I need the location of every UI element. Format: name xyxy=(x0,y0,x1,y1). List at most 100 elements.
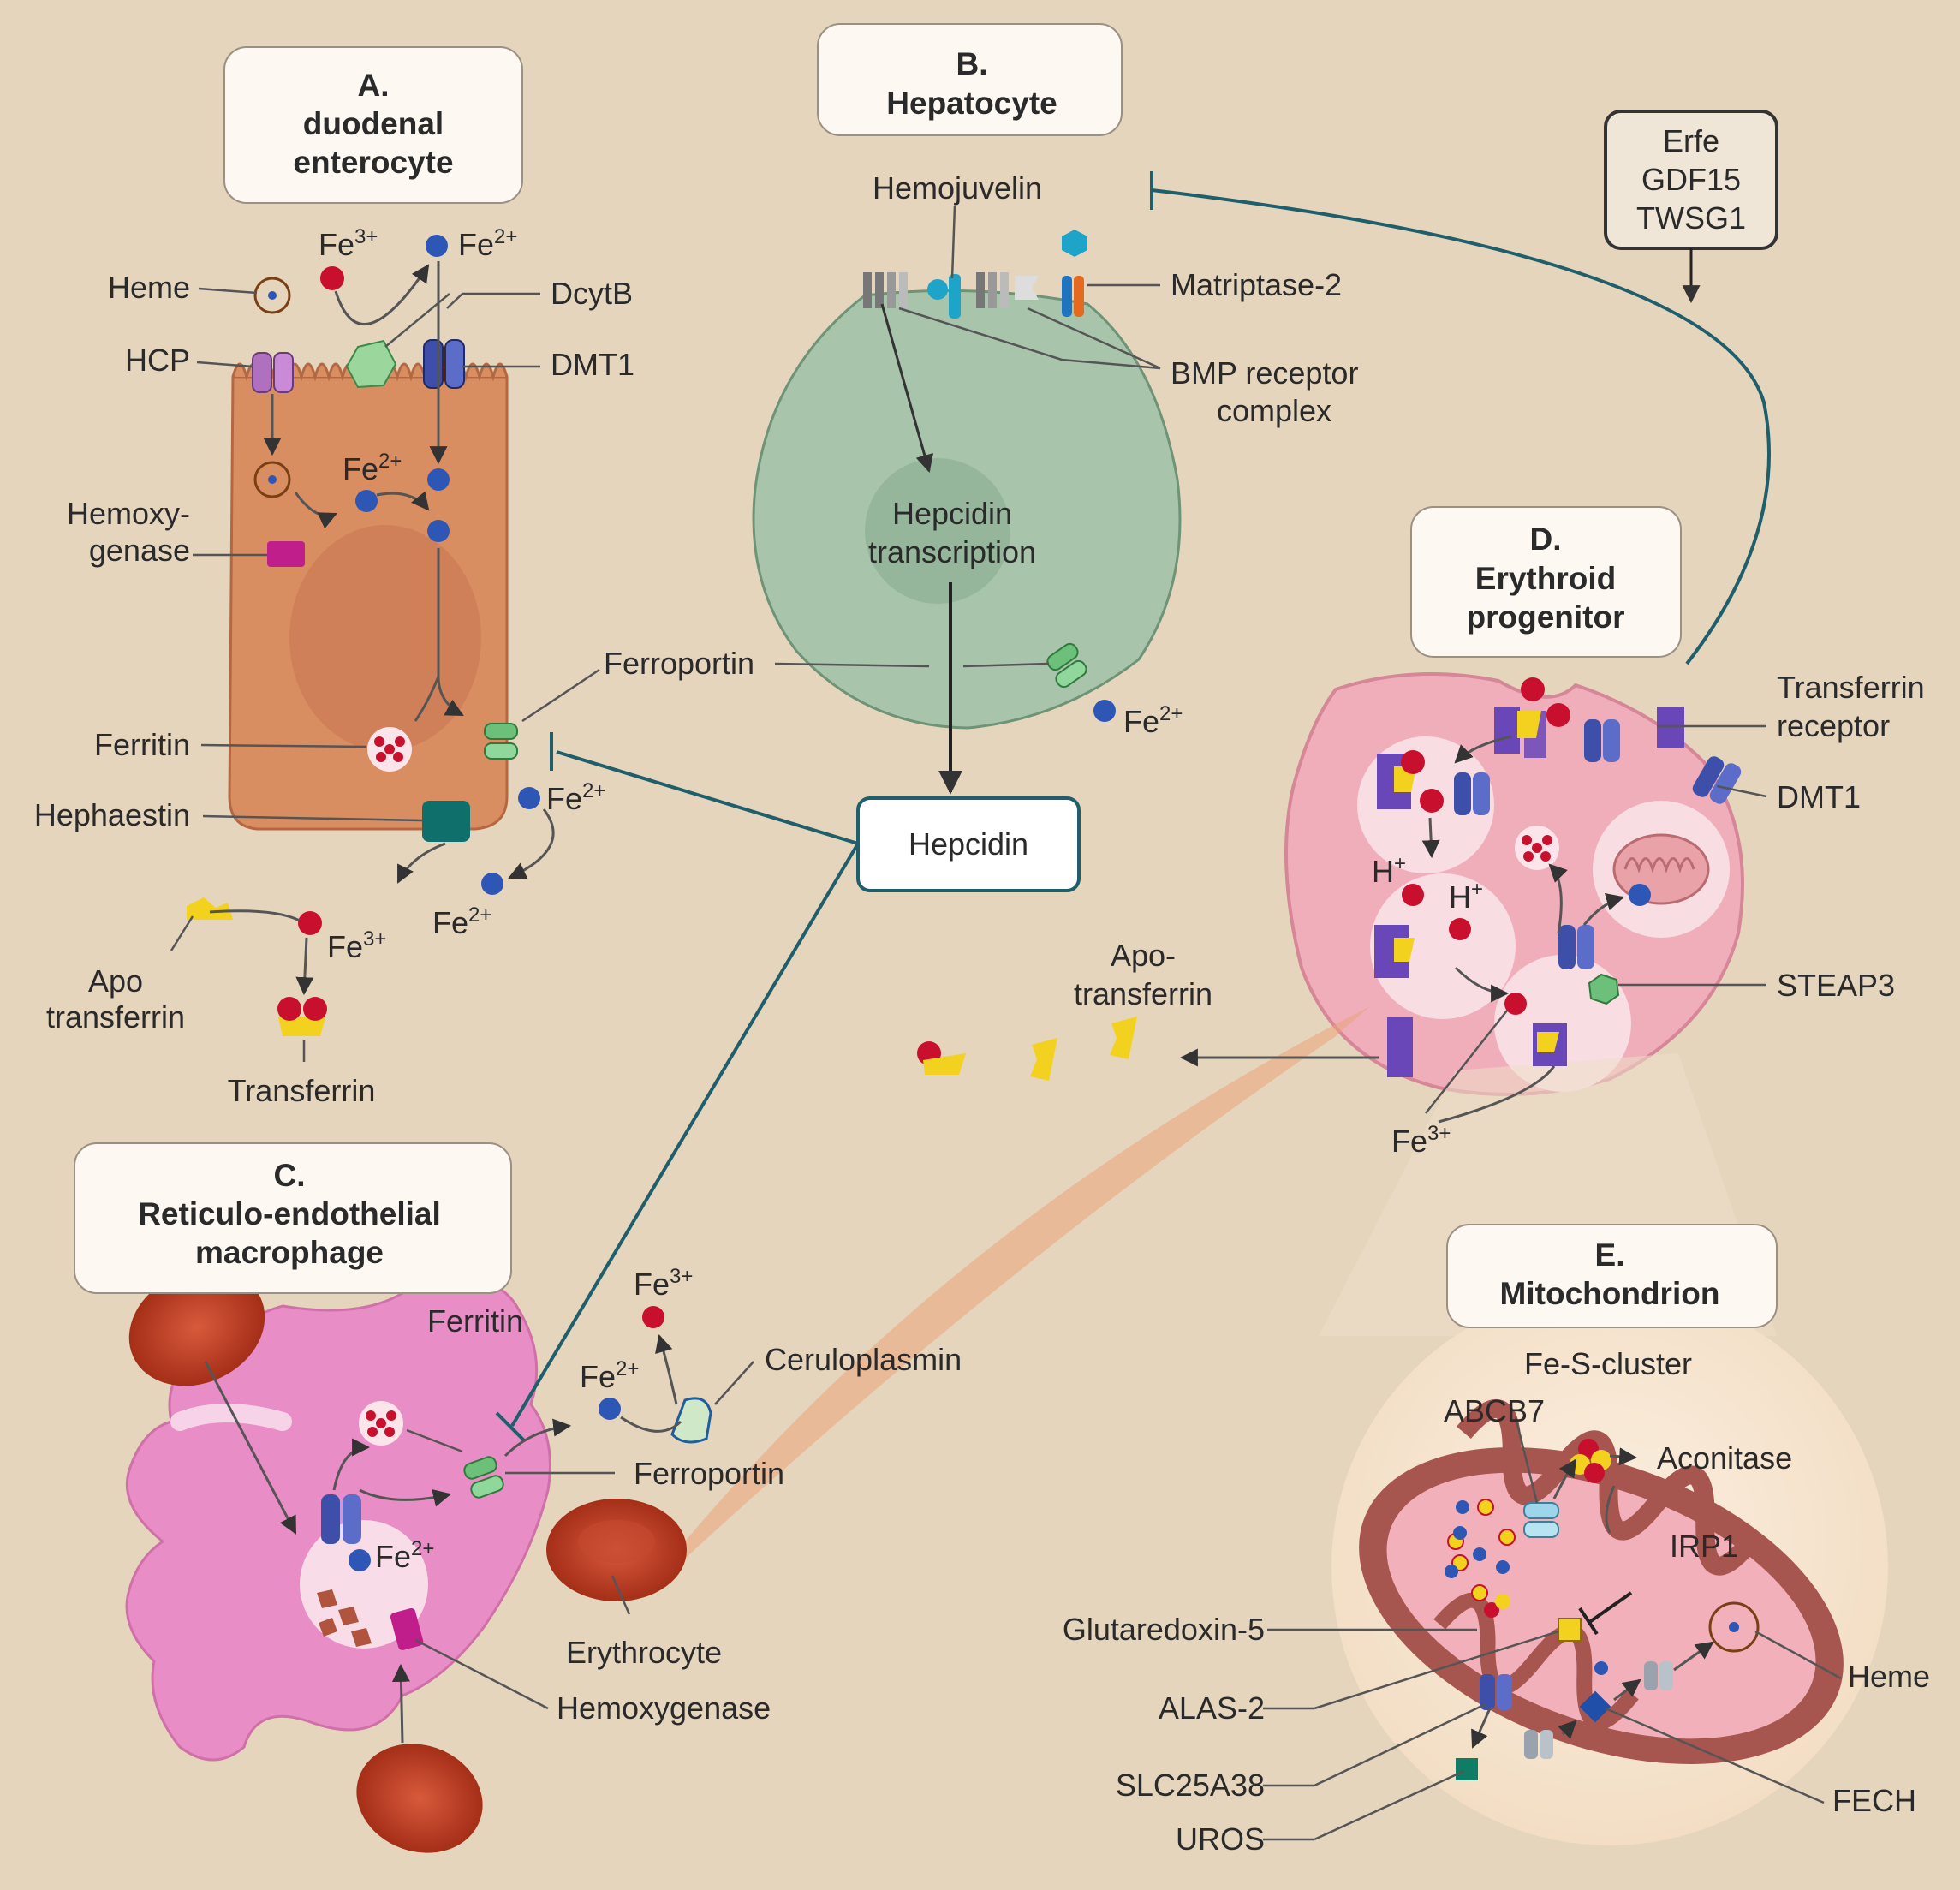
ferritin-c xyxy=(359,1401,403,1446)
svg-text:Erfe: Erfe xyxy=(1663,123,1719,158)
label-h-d1: H+ xyxy=(1372,852,1406,889)
label-hepcidin-tx-1: Hepcidin xyxy=(892,496,1012,531)
label-dcytb: DcytB xyxy=(551,276,633,311)
label-heme-e: Heme xyxy=(1848,1659,1930,1694)
ferritin-a xyxy=(367,727,412,772)
label-ferritin-a: Ferritin xyxy=(94,727,190,762)
panel-a-title: A. duodenal enterocyte xyxy=(223,46,523,204)
label-fe2-c2: Fe2+ xyxy=(375,1537,434,1574)
label-fe2-a1: Fe2+ xyxy=(458,225,517,262)
svg-text:macrophage: macrophage xyxy=(195,1235,384,1270)
iron-ions-c xyxy=(317,1306,664,1647)
alas2-marker xyxy=(1558,1618,1582,1642)
red-blood-cells xyxy=(128,1268,687,1853)
hephaestin-enzyme xyxy=(422,801,470,842)
slc25a38-transporter xyxy=(1480,1674,1512,1710)
label-hemoxygenase-c: Hemoxygenase xyxy=(557,1690,771,1726)
label-fe3-a1: Fe3+ xyxy=(319,225,378,262)
svg-text:B.: B. xyxy=(956,46,988,81)
aconitase-cluster xyxy=(1570,1439,1611,1483)
label-apo-d1: Apo- xyxy=(1111,938,1176,973)
steap3-enzyme xyxy=(1588,973,1620,1005)
svg-text:enterocyte: enterocyte xyxy=(293,145,453,180)
label-bmp-2: complex xyxy=(1217,393,1331,428)
hemojuvelin-protein xyxy=(927,274,961,319)
label-ferritin-c: Ferritin xyxy=(427,1303,523,1339)
label-fe2-a3: Fe2+ xyxy=(546,779,605,816)
svg-text:A.: A. xyxy=(358,68,390,103)
svg-text:Mitochondrion: Mitochondrion xyxy=(1500,1276,1720,1311)
label-apo-a2: transferrin xyxy=(46,999,185,1034)
uros-marker xyxy=(1456,1758,1478,1780)
leader-lines xyxy=(170,205,1842,1841)
hepcidin-box: Hepcidin xyxy=(856,796,1081,892)
transferrin-shapes-a xyxy=(187,897,327,1036)
label-dmt1-a: DMT1 xyxy=(551,347,634,382)
labels-panel-d: Transferrin receptor DMT1 STEAP3 Apo- tr… xyxy=(1074,670,1925,1011)
regulators-box: Erfe GDF15 TWSG1 xyxy=(1604,110,1778,304)
label-matriptase: Matriptase-2 xyxy=(1171,267,1342,302)
labels-panel-e: Fe-S-cluster ABCB7 Aconitase IRP1 Glutar… xyxy=(1063,1346,1930,1857)
panel-b-title: B. Hepatocyte xyxy=(817,23,1123,136)
fech-marker xyxy=(1579,1690,1611,1723)
label-erythrocyte: Erythrocyte xyxy=(566,1635,722,1670)
fe2-hepatocyte xyxy=(1093,700,1116,722)
svg-text:C.: C. xyxy=(274,1158,306,1193)
dcytb-enzyme xyxy=(345,339,397,389)
svg-text:Hepatocyte: Hepatocyte xyxy=(886,86,1057,121)
heme-oxygenase-a xyxy=(267,541,305,567)
svg-text:GDF15: GDF15 xyxy=(1641,162,1741,197)
svg-text:Hepcidin: Hepcidin xyxy=(909,826,1028,862)
arrows-d xyxy=(1179,735,1625,1124)
label-apo-d2: transferrin xyxy=(1074,976,1212,1011)
label-irp1: IRP1 xyxy=(1670,1529,1738,1564)
label-alas2: ALAS-2 xyxy=(1159,1690,1265,1726)
label-glutaredoxin: Glutaredoxin-5 xyxy=(1063,1612,1265,1647)
label-tfr-1: Transferrin xyxy=(1777,670,1925,705)
panel-e-title: E. Mitochondrion xyxy=(1446,1224,1778,1328)
mito-iron-cluster xyxy=(1445,1499,1608,1675)
mitochondrion-bulb xyxy=(1331,1289,1888,1845)
iron-ions-a xyxy=(298,235,540,935)
label-transferrin-a: Transferrin xyxy=(228,1073,376,1108)
svg-text:TWSG1: TWSG1 xyxy=(1636,200,1746,236)
ion-labels: Fe3+ Fe2+ Fe2+ Fe2+ Fe2+ Fe3+ Fe2+ H+ H+… xyxy=(319,225,1483,1574)
bmp-receptor-complex xyxy=(863,272,1039,308)
label-tfr-2: receptor xyxy=(1777,708,1890,743)
maturation-cone xyxy=(685,1006,1370,1559)
ceruloplasmin-protein xyxy=(670,1397,712,1444)
arrows-e xyxy=(1471,1447,1714,1749)
label-fe2-b: Fe2+ xyxy=(1123,702,1183,739)
labels-panel-b: Hemojuvelin Matriptase-2 BMP receptor co… xyxy=(868,170,1358,569)
regulatory-lines xyxy=(495,171,1771,1442)
arrow-b-signal xyxy=(880,303,933,474)
label-uros: UROS xyxy=(1176,1821,1265,1857)
abcb7-transporter xyxy=(1523,1502,1559,1538)
svg-text:Erythroid: Erythroid xyxy=(1475,561,1616,596)
label-fe2-c1: Fe2+ xyxy=(580,1357,639,1394)
label-abcb7: ABCB7 xyxy=(1444,1393,1545,1428)
ferroportin-b xyxy=(1046,642,1087,689)
label-steap3: STEAP3 xyxy=(1777,968,1895,1003)
heme-molecules xyxy=(253,277,1760,1653)
label-fe3-c: Fe3+ xyxy=(634,1265,693,1302)
hcp-transporter xyxy=(252,352,294,393)
label-hemoxygenase-a1: Hemoxy- xyxy=(67,496,190,531)
svg-text:E.: E. xyxy=(1595,1237,1625,1273)
fe2-erythroid xyxy=(1629,884,1651,906)
ferroportin-a xyxy=(484,723,518,760)
dmt1-d xyxy=(1454,719,1742,969)
matriptase-protein xyxy=(1062,230,1087,317)
svg-text:Reticulo-endothelial: Reticulo-endothelial xyxy=(138,1196,441,1231)
label-hepcidin-tx-2: transcription xyxy=(868,534,1036,569)
label-h-d2: H+ xyxy=(1449,878,1483,915)
mito-transporters-grey xyxy=(1524,1661,1673,1759)
ferroportin-c xyxy=(463,1456,504,1499)
label-hcp: HCP xyxy=(125,343,190,378)
label-ferroportin-c: Ferroportin xyxy=(634,1456,784,1491)
label-apo-a1: Apo xyxy=(88,963,143,999)
hepatocyte-cell xyxy=(752,289,1182,730)
label-fes: Fe-S-cluster xyxy=(1524,1346,1692,1381)
